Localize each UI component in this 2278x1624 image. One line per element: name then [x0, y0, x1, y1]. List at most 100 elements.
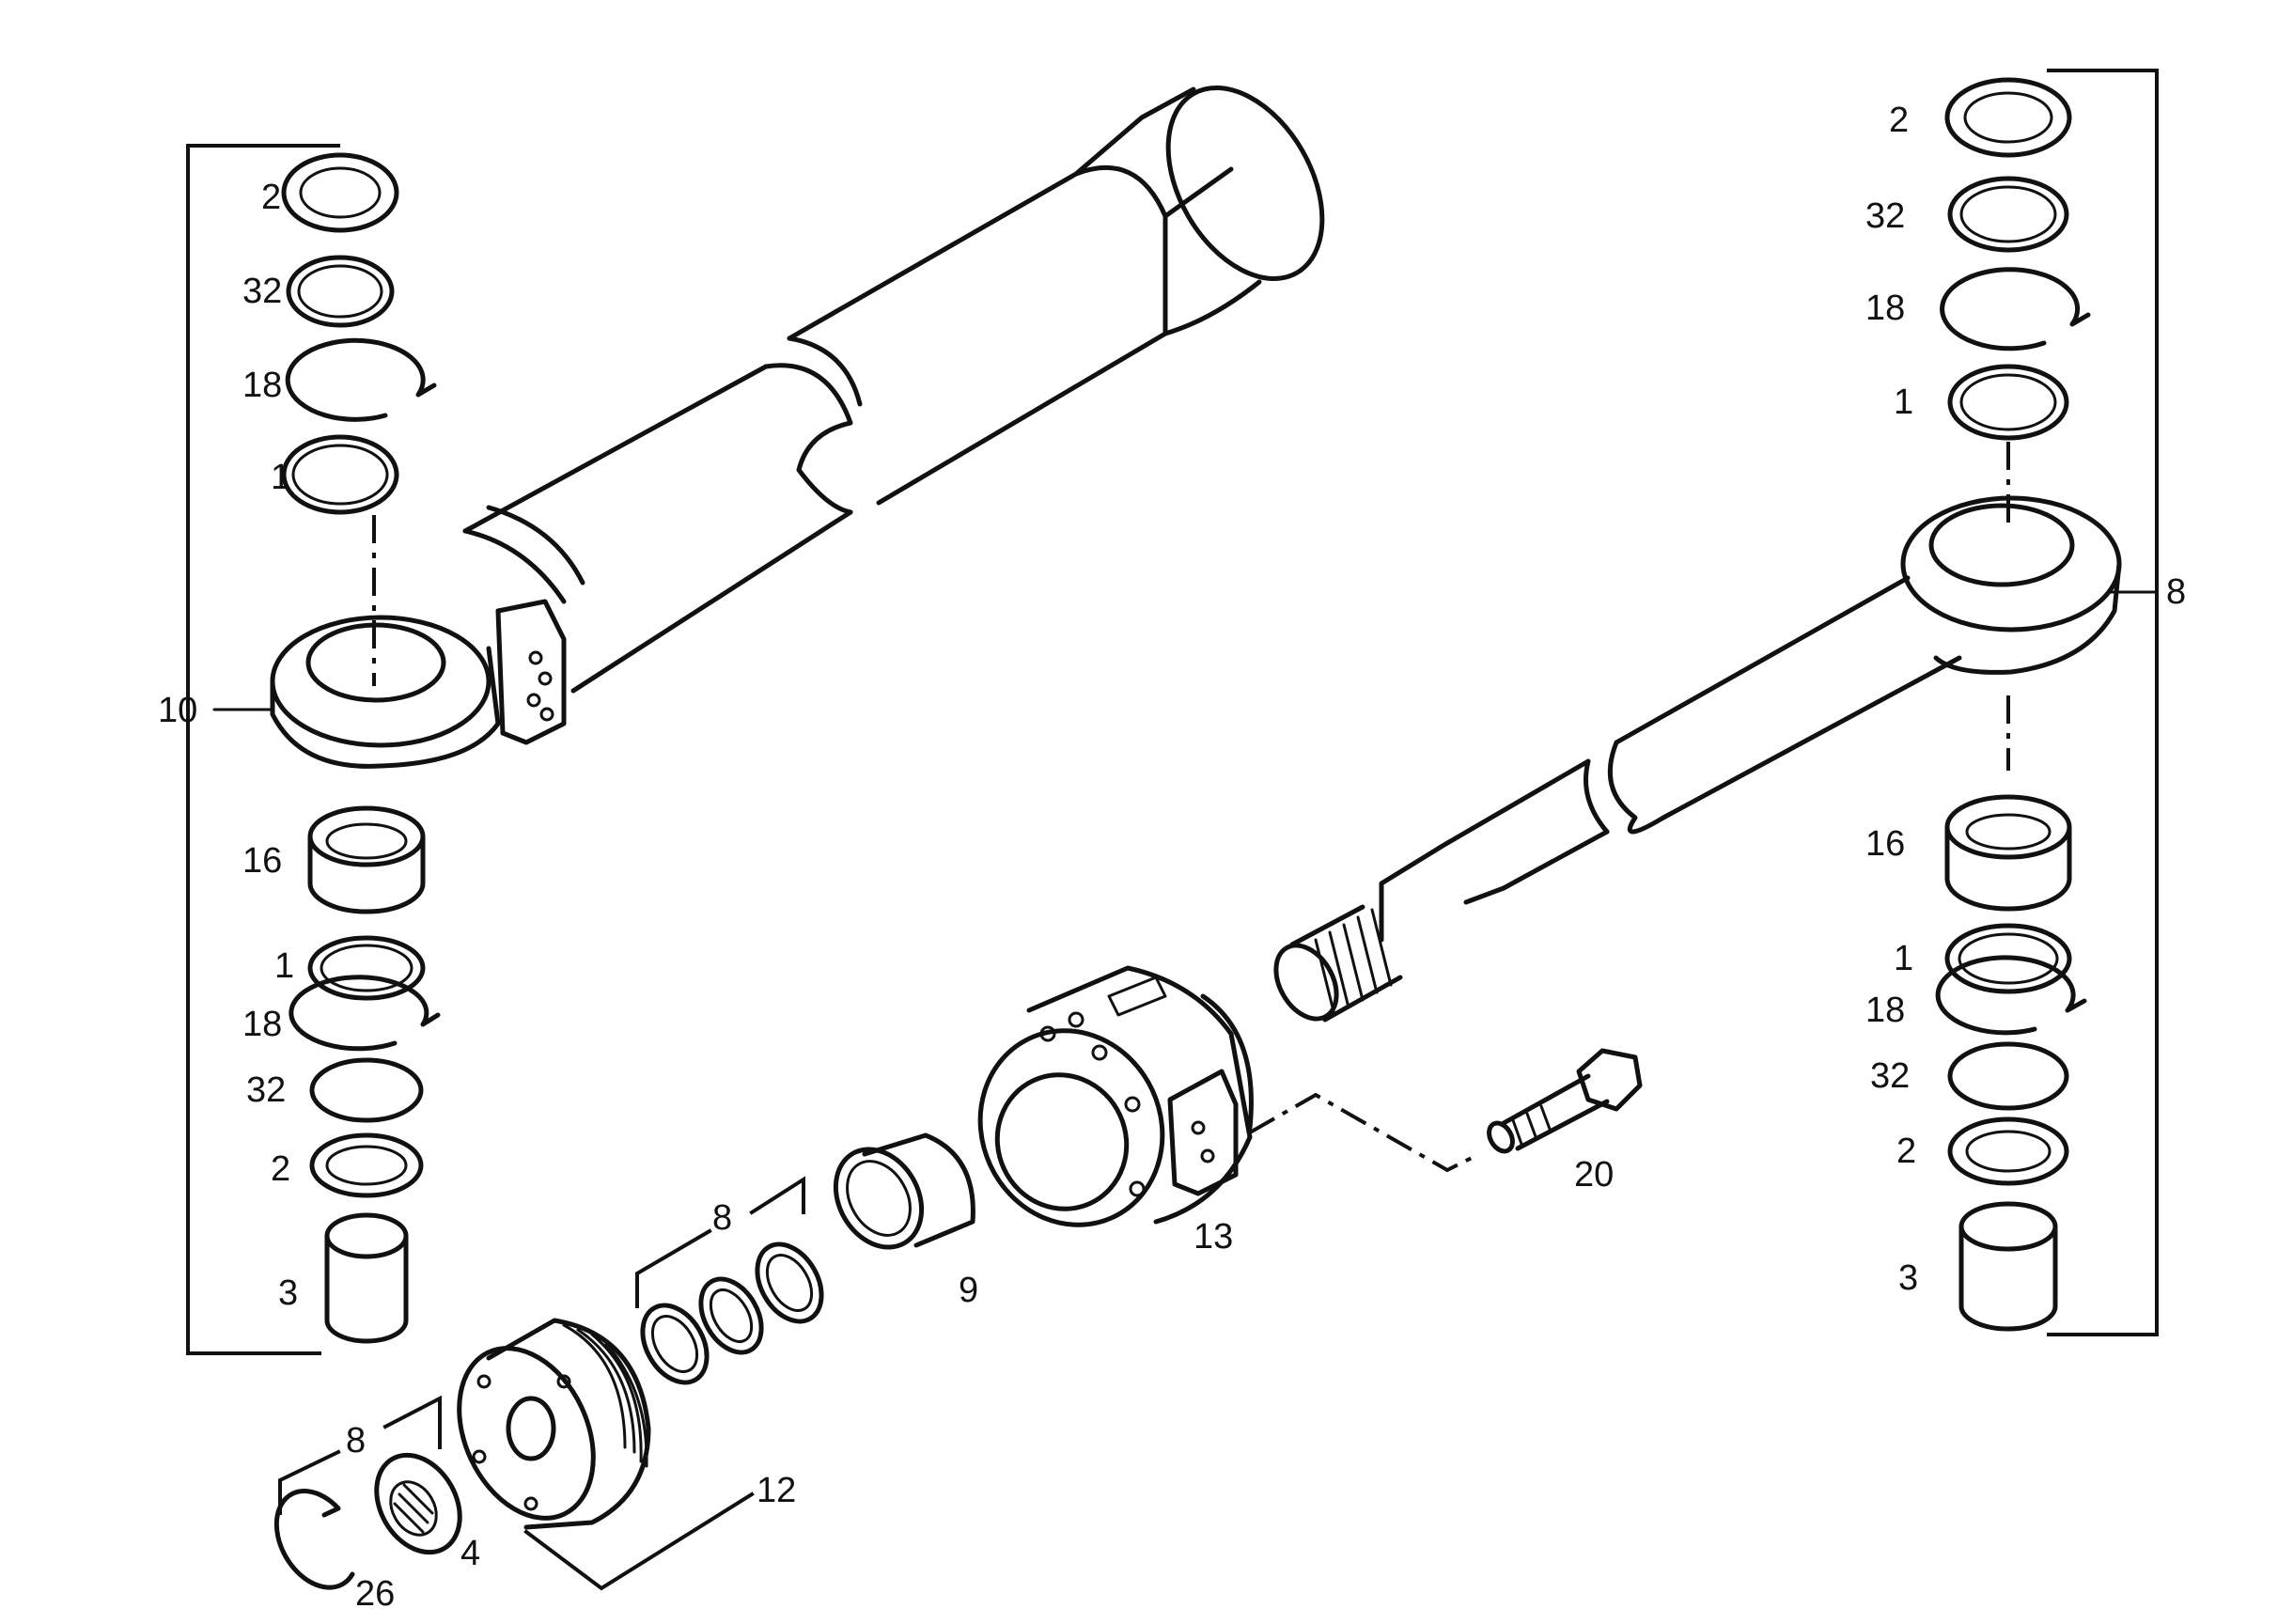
cylinder-barrel: [270, 86, 1325, 769]
rod-eye-body: [1933, 561, 2122, 675]
ring-2-top-left: [281, 152, 399, 233]
circlip-18-bottom-right: [1935, 955, 2087, 1036]
ring-2-top-right: [1944, 77, 2072, 158]
ring-1-bottom-left-inner: [320, 944, 413, 992]
ring-2-bottom-right: [1947, 1116, 2069, 1186]
ring-32-top-left-inner: [297, 264, 383, 319]
ring-32-top-right-inner: [1959, 185, 2057, 243]
head-body: [1026, 965, 1253, 1225]
callout-piston-12: 12: [757, 1471, 796, 1510]
callout-right-top-1: 1: [1894, 383, 1913, 422]
callout-bush-9: 9: [959, 1271, 978, 1310]
seal-set-8: 8: [635, 1176, 824, 1385]
ring-32-bottom-left: [309, 1057, 424, 1123]
callout-right-bottom-16: 16: [1865, 824, 1905, 864]
circlip-18-bottom-left: [289, 975, 441, 1052]
rod-eye-bore: [1928, 503, 2075, 587]
piston-face: [457, 1346, 596, 1521]
callout-left-bottom-16: 16: [242, 841, 282, 881]
bolt-center-line: [1249, 1092, 1476, 1173]
bush-16-right-body: [1944, 824, 2072, 912]
callout-left-bottom-32: 32: [246, 1070, 286, 1110]
head-bore: [994, 1072, 1130, 1211]
left-bracket: [186, 144, 340, 1355]
callout-left-10: 10: [158, 691, 197, 730]
barrel-tube-lower: [462, 364, 853, 694]
bush-16-right-inner: [1965, 813, 2052, 851]
rod-shank: [1379, 758, 1610, 943]
callout-nut-4: 4: [460, 1534, 480, 1573]
callout-left-bottom-3: 3: [278, 1273, 298, 1313]
left-bearing-assembly: 2 32 18 1 10 16 1 18 32 2 3: [158, 144, 441, 1355]
barrel-port-block: [495, 599, 567, 745]
callout-right-bottom-3: 3: [1898, 1258, 1918, 1298]
callout-right-bottom-32: 32: [1870, 1056, 1910, 1096]
callout-left-bottom-2: 2: [271, 1149, 290, 1189]
barrel-head-cap-body: [1139, 86, 1262, 336]
callout-left-top-18: 18: [242, 366, 282, 405]
piston-grooves: [562, 1323, 648, 1468]
ring-1-top-right: [1947, 364, 2069, 441]
callout-right-top-2: 2: [1889, 101, 1909, 140]
ring-2-bottom-left-inner: [325, 1145, 408, 1186]
piston-bore: [506, 1396, 556, 1461]
callout-right-bottom-2: 2: [1896, 1132, 1916, 1171]
callout-right-top-18: 18: [1865, 289, 1905, 328]
barrel-eye-body: [270, 646, 501, 769]
ring-2-top-right-inner: [1963, 91, 2053, 144]
piston-body: [486, 1318, 651, 1530]
rod-eye: [1900, 495, 2122, 632]
ring-1-top-left: [281, 434, 399, 515]
callout-left-top-2: 2: [261, 178, 281, 217]
circlip-26: [273, 1489, 355, 1590]
callout-right-top-32: 32: [1865, 196, 1905, 236]
barrel-eye: [270, 615, 491, 748]
callout-circlip-26: 26: [355, 1574, 395, 1614]
rod-thread: [1273, 904, 1403, 1023]
callout-right-bottom-1: 1: [1894, 939, 1913, 978]
bush-16-left-inner: [325, 822, 408, 860]
center-lines: [372, 442, 2010, 1173]
bolt-head: [1576, 1048, 1643, 1112]
bolt-thread: [1511, 1104, 1552, 1148]
head-rim: [1200, 993, 1254, 1131]
callout-right-bottom-18: 18: [1865, 991, 1905, 1030]
bush-9: 9: [833, 1132, 978, 1310]
bush-3-right: [1958, 1201, 2058, 1332]
callout-right-8: 8: [2166, 572, 2186, 612]
bush-16-left-body: [307, 834, 426, 914]
barrel-collar: [462, 505, 585, 604]
ring-1-bottom-right-inner: [1958, 932, 2059, 985]
callout-left-bottom-18: 18: [242, 1005, 282, 1044]
right-bearing-assembly: 2 32 18 1 8 16 1 18 32 2 3: [1865, 69, 2186, 1336]
ring-2-bottom-right-inner: [1965, 1130, 2052, 1173]
callout-left-bottom-1: 1: [274, 946, 294, 986]
bolt: 20: [1487, 1048, 1643, 1195]
head-port-block: [1167, 1069, 1239, 1196]
callout-nut-8: 8: [346, 1421, 366, 1460]
callout-head-13: 13: [1194, 1217, 1233, 1257]
ring-32-top-right: [1947, 176, 2069, 253]
barrel-head-cap: [1165, 86, 1325, 281]
ring-32-bottom-right: [1947, 1041, 2069, 1111]
circlip-18-top-right: [1940, 267, 2091, 351]
callout-seals-8: 8: [712, 1198, 732, 1238]
lock-nut-4: [374, 1452, 462, 1555]
callout-left-top-1: 1: [271, 458, 290, 497]
piston-bracket: [523, 1491, 755, 1591]
piston: 12: [457, 1318, 796, 1591]
ring-1-top-right-inner: [1959, 373, 2057, 431]
ring-32-top-left: [286, 255, 395, 328]
piston-rod: [1273, 495, 2122, 1023]
bolt-shank: [1501, 1073, 1610, 1151]
cylinder-head: 13: [977, 965, 1254, 1257]
barrel-break: [763, 336, 863, 515]
head-front: [977, 1028, 1165, 1227]
circlip-18-top-left: [285, 337, 437, 422]
head-key-slot: [1107, 976, 1167, 1017]
barrel-tube-upper: [787, 171, 1168, 506]
callout-bolt-20: 20: [1574, 1155, 1614, 1195]
ring-1-bottom-left: [307, 935, 426, 1001]
rod-neck: [1614, 575, 1962, 820]
